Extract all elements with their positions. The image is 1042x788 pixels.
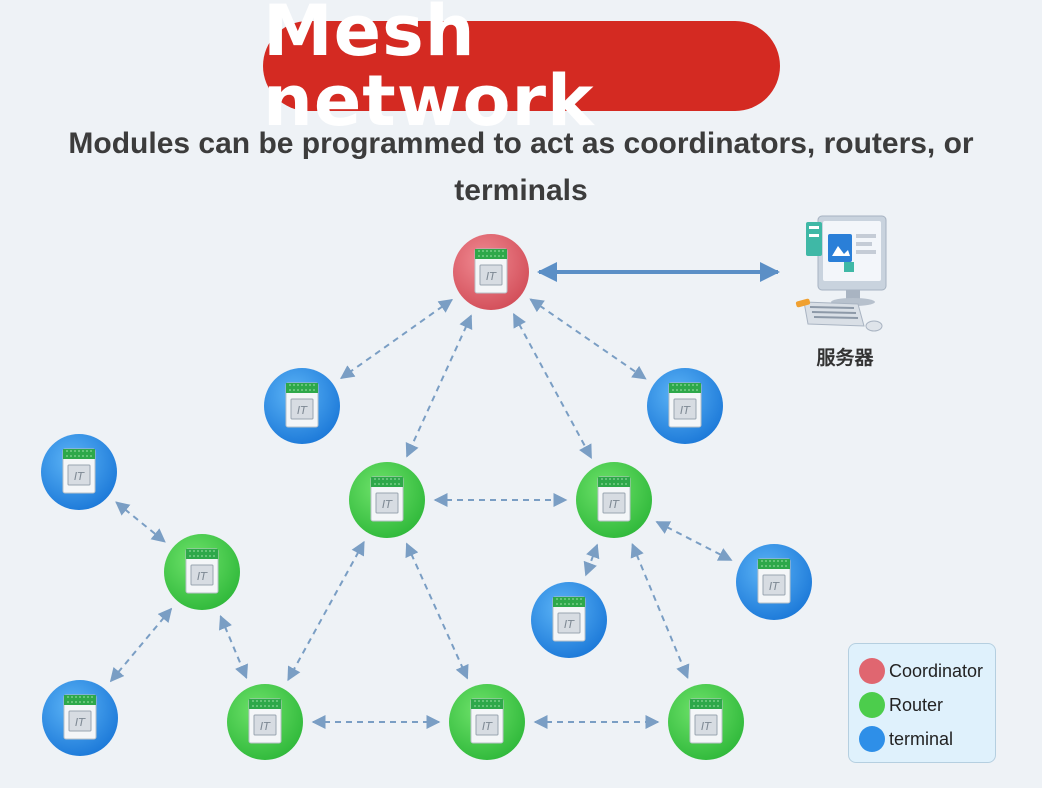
legend-label: terminal <box>889 728 954 749</box>
computer-server-icon <box>795 215 887 332</box>
svg-text:IT: IT <box>382 498 393 511</box>
node-terminal-t5: IT <box>531 582 607 658</box>
node-router-r5: IT <box>449 684 525 760</box>
svg-text:IT: IT <box>486 270 497 283</box>
wifi-module-icon: IT <box>689 698 723 744</box>
node-terminal-t4: IT <box>42 680 118 756</box>
wifi-module-icon: IT <box>757 558 791 604</box>
router-swatch <box>859 692 885 718</box>
link-c1-r2 <box>512 313 593 459</box>
svg-text:IT: IT <box>74 470 85 483</box>
terminal-swatch <box>859 726 885 752</box>
svg-text:IT: IT <box>564 618 575 631</box>
legend: Coordinator Router terminal <box>848 643 996 763</box>
link-c1-t2 <box>529 298 647 380</box>
link-c1-t1 <box>340 298 453 380</box>
nodes-layer: IT IT IT IT IT IT IT IT IT IT IT IT IT <box>41 234 812 760</box>
legend-item-coordinator: Coordinator <box>859 654 995 688</box>
node-router-r1: IT <box>349 462 425 538</box>
wifi-module-icon: IT <box>470 698 504 744</box>
svg-text:IT: IT <box>680 404 691 417</box>
coordinator-swatch <box>859 658 885 684</box>
link-r2-t6 <box>655 521 733 561</box>
wifi-module-icon: IT <box>668 382 702 428</box>
link-r1-r5 <box>405 542 469 680</box>
wifi-module-icon: IT <box>185 548 219 594</box>
wifi-module-icon: IT <box>552 596 586 642</box>
wifi-module-icon: IT <box>597 476 631 522</box>
svg-text:IT: IT <box>260 720 271 733</box>
wifi-module-icon: IT <box>474 248 508 294</box>
link-r2-r6 <box>630 543 690 679</box>
wifi-module-icon: IT <box>62 448 96 494</box>
page-title: Mesh network <box>263 0 595 142</box>
svg-text:IT: IT <box>701 720 712 733</box>
wifi-module-icon: IT <box>370 476 404 522</box>
node-terminal-t3: IT <box>41 434 117 510</box>
node-router-r2: IT <box>576 462 652 538</box>
svg-text:IT: IT <box>197 570 208 583</box>
node-coordinator-c1: IT <box>453 234 529 310</box>
wifi-module-icon: IT <box>63 694 97 740</box>
legend-item-router: Router <box>859 688 995 722</box>
title-banner: Mesh network <box>263 0 780 136</box>
server-label: 服务器 <box>816 348 874 369</box>
svg-text:IT: IT <box>297 404 308 417</box>
link-r3-r4 <box>219 614 248 680</box>
legend-label: Router <box>889 694 944 715</box>
svg-text:IT: IT <box>609 498 620 511</box>
link-r1-r4 <box>287 540 365 682</box>
legend-label: Coordinator <box>889 660 984 681</box>
legend-item-terminal: terminal <box>859 722 995 756</box>
link-r2-t5 <box>583 543 600 577</box>
wifi-module-icon: IT <box>285 382 319 428</box>
node-router-r3: IT <box>164 534 240 610</box>
node-terminal-t1: IT <box>264 368 340 444</box>
link-r3-t4 <box>109 607 173 683</box>
node-terminal-t6: IT <box>736 544 812 620</box>
node-terminal-t2: IT <box>647 368 723 444</box>
svg-text:IT: IT <box>482 720 493 733</box>
svg-text:IT: IT <box>75 716 86 729</box>
link-t3-r3 <box>115 501 166 543</box>
node-router-r6: IT <box>668 684 744 760</box>
svg-text:IT: IT <box>769 580 780 593</box>
node-router-r4: IT <box>227 684 303 760</box>
page-subtitle: Modules can be programmed to act as coor… <box>68 127 974 207</box>
links-layer <box>109 262 780 729</box>
link-c1-r1 <box>405 314 473 458</box>
wifi-module-icon: IT <box>248 698 282 744</box>
